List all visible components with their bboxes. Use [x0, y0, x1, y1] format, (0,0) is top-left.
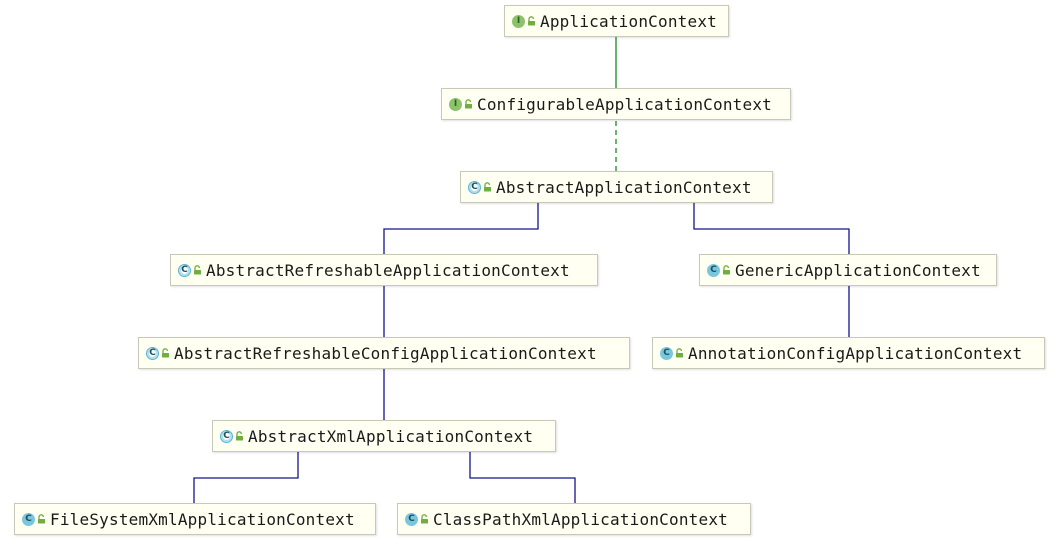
class-kind-icon: C: [660, 346, 673, 360]
class-name: AbstractRefreshableConfigApplicationCont…: [174, 343, 597, 363]
edge-n10-to-n8: [464, 441, 576, 503]
edge-n4-to-n3: [383, 192, 544, 254]
public-lock-icon: [162, 348, 169, 358]
class-name: ClassPathXmlApplicationContext: [433, 509, 728, 529]
public-lock-icon: [421, 514, 428, 524]
class-node-n9[interactable]: C FileSystemXmlApplicationContext: [14, 503, 376, 535]
class-node-n6[interactable]: C AbstractRefreshableConfigApplicationCon…: [138, 337, 630, 369]
public-lock-icon: [194, 265, 201, 275]
abstract-kind-icon: C: [178, 263, 191, 277]
abstract-kind-icon: C: [146, 346, 159, 360]
edge-n9-to-n8: [193, 441, 304, 503]
public-lock-icon: [236, 431, 243, 441]
class-name: ConfigurableApplicationContext: [477, 94, 772, 114]
abstract-kind-icon: C: [220, 429, 233, 443]
class-node-n4[interactable]: C AbstractRefreshableApplicationContext: [170, 254, 598, 286]
edge-n5-to-n3: [688, 192, 850, 254]
public-lock-icon: [723, 265, 730, 275]
class-node-n10[interactable]: C ClassPathXmlApplicationContext: [397, 503, 751, 535]
interface-kind-icon: I: [449, 97, 462, 111]
class-name: AbstractApplicationContext: [496, 177, 752, 197]
interface-kind-icon: I: [512, 14, 525, 28]
class-name: GenericApplicationContext: [735, 260, 981, 280]
class-node-n7[interactable]: C AnnotationConfigApplicationContext: [652, 337, 1045, 369]
class-kind-icon: C: [405, 512, 418, 526]
class-name: AnnotationConfigApplicationContext: [688, 343, 1023, 363]
class-name: AbstractRefreshableApplicationContext: [206, 260, 570, 280]
abstract-kind-icon: C: [468, 180, 481, 194]
class-node-n2[interactable]: I ConfigurableApplicationContext: [441, 88, 791, 120]
class-node-n1[interactable]: I ApplicationContext: [504, 5, 729, 37]
class-name: AbstractXmlApplicationContext: [248, 426, 534, 446]
class-node-n5[interactable]: C GenericApplicationContext: [699, 254, 997, 286]
class-kind-icon: C: [707, 263, 720, 277]
public-lock-icon: [38, 514, 45, 524]
public-lock-icon: [484, 182, 491, 192]
public-lock-icon: [676, 348, 683, 358]
class-name: FileSystemXmlApplicationContext: [50, 509, 355, 529]
class-node-n3[interactable]: C AbstractApplicationContext: [460, 171, 773, 203]
public-lock-icon: [465, 99, 472, 109]
public-lock-icon: [528, 16, 535, 26]
class-kind-icon: C: [22, 512, 35, 526]
class-name: ApplicationContext: [540, 11, 717, 31]
class-node-n8[interactable]: C AbstractXmlApplicationContext: [212, 420, 556, 452]
